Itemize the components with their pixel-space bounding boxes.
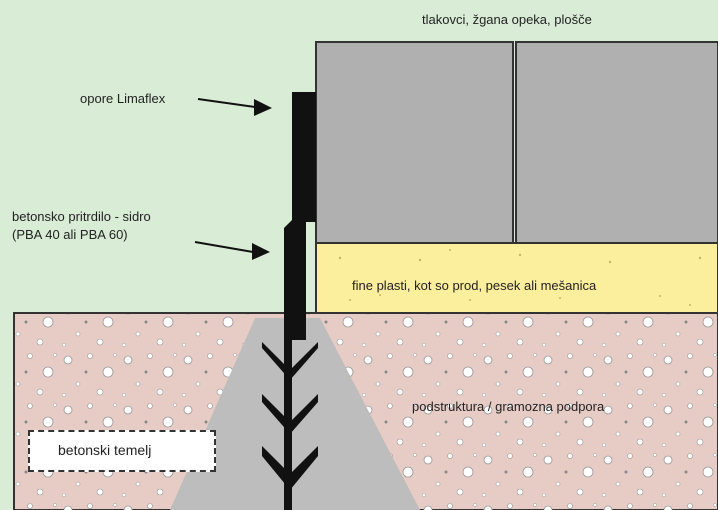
anchor-label-line2: (PBA 40 ali PBA 60) — [12, 227, 128, 242]
bedding-label: fine plasti, kot so prod, pesek ali meša… — [352, 278, 597, 293]
pavers-label: tlakovci, žgana opeka, plošče — [422, 12, 592, 27]
limaflex-edging — [284, 92, 316, 340]
bedding-texture — [338, 249, 702, 306]
paver-right — [515, 41, 718, 244]
anchor-leader-arrow — [194, 241, 270, 260]
anchor-label-line1: betonsko pritrdilo - sidro — [12, 209, 151, 224]
foundation-label-box: betonski temelj — [28, 430, 216, 472]
paver-left — [315, 41, 514, 244]
foundation-label: betonski temelj — [58, 442, 152, 458]
edging-label: opore Limaflex — [80, 91, 166, 106]
subbase-label: podstruktura / gramozna podpora — [412, 399, 605, 414]
concrete-foundation-shape — [170, 318, 420, 510]
edging-leader-arrow — [197, 98, 272, 116]
load-arrows — [262, 340, 318, 510]
